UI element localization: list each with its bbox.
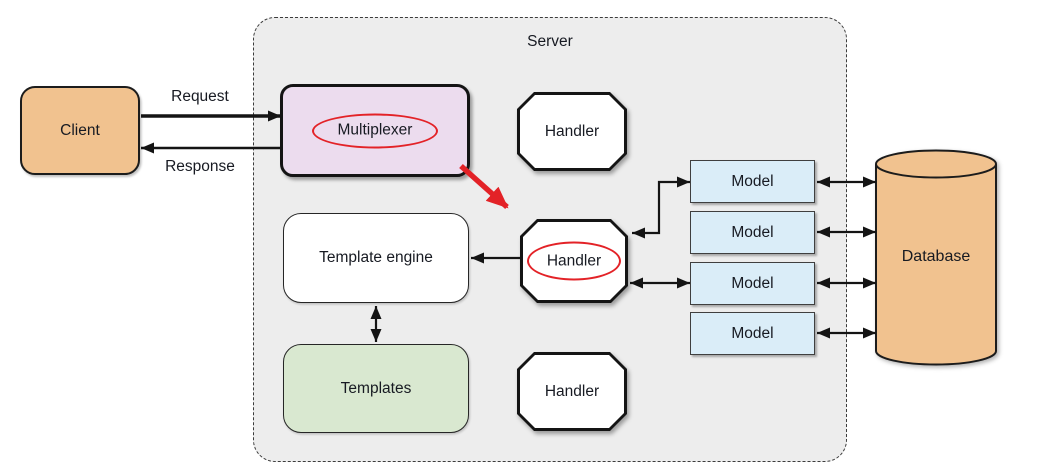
template-engine-label: Template engine xyxy=(319,249,433,266)
multiplexer-label: Multiplexer xyxy=(337,121,413,139)
model-label: Model xyxy=(731,274,774,292)
handler-top-label: Handler xyxy=(544,122,600,140)
multiplexer-node: Multiplexer xyxy=(280,84,470,177)
client-label: Client xyxy=(60,121,100,139)
model-label: Model xyxy=(731,223,774,241)
handler-top-node: Handler xyxy=(517,92,627,171)
handler-bottom-label: Handler xyxy=(544,382,600,400)
model-node-3: Model xyxy=(690,262,815,305)
database-label: Database xyxy=(901,248,971,265)
database-node: Database xyxy=(874,148,998,368)
database-cylinder-icon xyxy=(875,149,997,366)
octagon-shape xyxy=(517,352,627,431)
template-engine-node: Template engine xyxy=(283,213,469,303)
templates-label: Templates xyxy=(340,379,412,397)
handler-highlight-ellipse: Handler xyxy=(527,241,621,281)
model-label: Model xyxy=(731,172,774,190)
multiplexer-highlight-ellipse: Multiplexer xyxy=(312,113,438,148)
client-node: Client xyxy=(20,86,140,175)
model-node-2: Model xyxy=(690,211,815,254)
model-node-1: Model xyxy=(690,160,815,203)
model-node-4: Model xyxy=(690,312,815,355)
handler-middle-label: Handler xyxy=(546,252,602,269)
request-label: Request xyxy=(171,88,229,105)
server-title: Server xyxy=(527,33,573,50)
response-label: Response xyxy=(165,158,235,175)
handler-bottom-node: Handler xyxy=(517,352,627,431)
model-label: Model xyxy=(731,324,774,342)
handler-middle-node: Handler xyxy=(520,219,628,303)
templates-node: Templates xyxy=(283,344,469,433)
octagon-shape xyxy=(517,92,627,171)
